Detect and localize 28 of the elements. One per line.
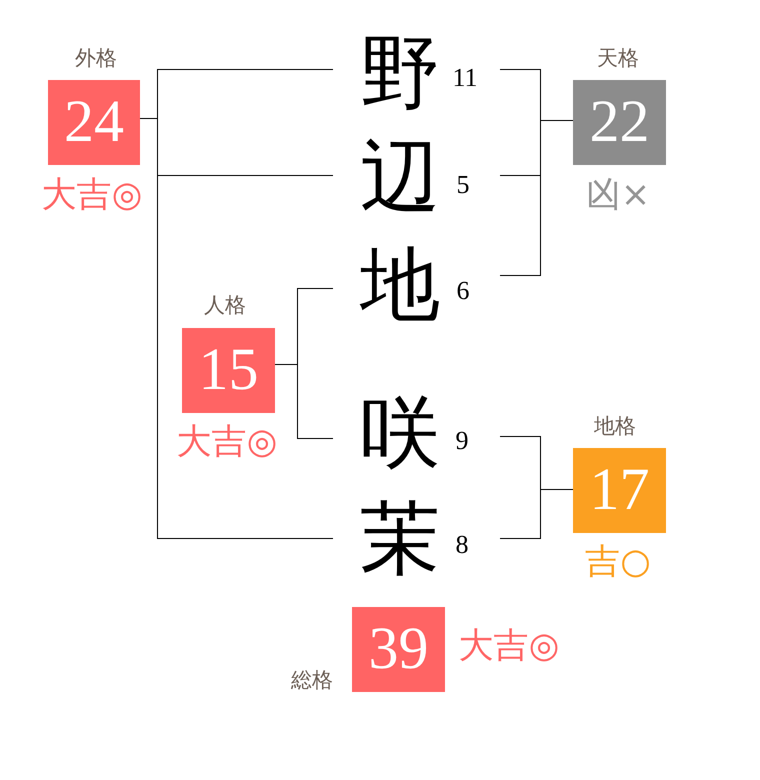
category-label: 総格 [291, 670, 333, 691]
score-number: 39 [368, 618, 428, 678]
fortune-label: 凶× [586, 178, 650, 213]
score-number: 24 [64, 91, 124, 151]
fortune-label: 吉○ [585, 545, 651, 580]
stroke-count: 11 [452, 65, 478, 91]
kanji-character: 茉 [360, 500, 440, 580]
category-label: 外格 [75, 48, 117, 69]
bracket-line [500, 120, 574, 276]
score-number: 15 [198, 339, 258, 399]
bracket-line [274, 364, 334, 439]
score-number: 17 [590, 459, 650, 519]
stroke-count: 5 [456, 172, 470, 198]
category-label: 地格 [594, 416, 636, 437]
stroke-count: 8 [456, 532, 468, 558]
stroke-count: 6 [456, 278, 470, 304]
fortune-label: 大吉◎ [42, 178, 142, 213]
fortune-label: 大吉◎ [458, 629, 560, 664]
category-label: 天格 [597, 48, 639, 69]
fortune-label: 大吉◎ [176, 425, 278, 460]
kanji-character: 咲 [360, 394, 440, 474]
bracket-line [500, 489, 574, 539]
kanji-character: 辺 [360, 138, 440, 218]
score-number: 22 [590, 91, 650, 151]
category-label: 人格 [204, 295, 246, 316]
kanji-character: 地 [360, 246, 440, 326]
kanji-character: 野 [360, 34, 440, 114]
stroke-count: 9 [456, 428, 468, 454]
